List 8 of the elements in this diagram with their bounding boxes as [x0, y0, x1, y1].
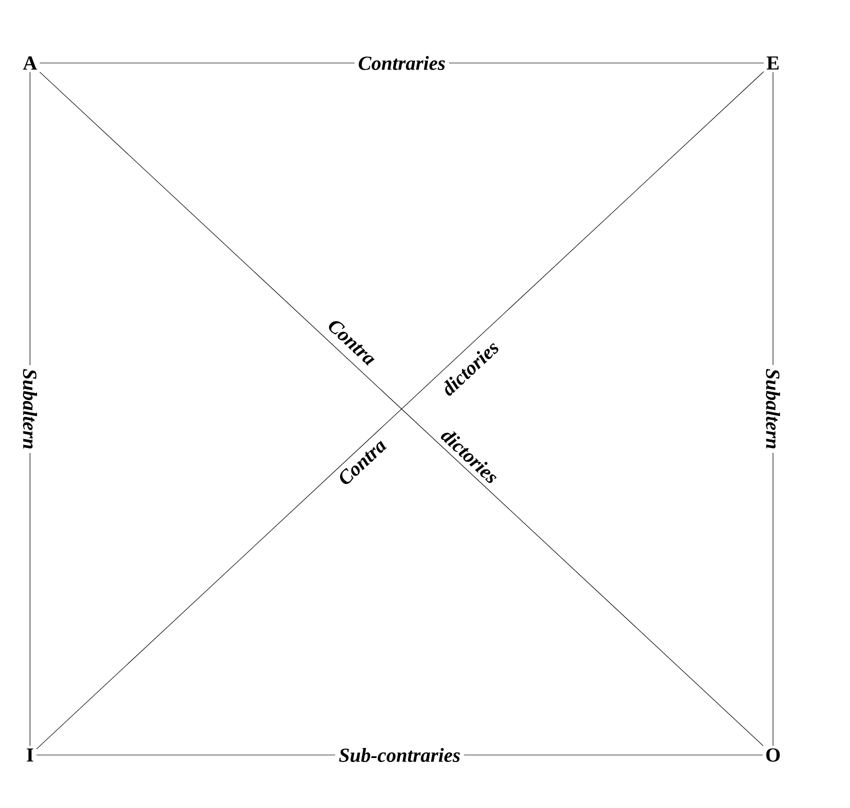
edge-label: Contraries: [354, 52, 450, 74]
edge-label: Sub-contraries: [335, 744, 464, 766]
vertex-letter: A: [23, 56, 38, 70]
vertex-letter: O: [766, 748, 780, 762]
vertex-letter: E: [766, 56, 779, 70]
edge-label: Subaltern: [19, 365, 41, 453]
vertex-letter: I: [26, 748, 34, 762]
edge-label: Subaltern: [762, 365, 784, 453]
